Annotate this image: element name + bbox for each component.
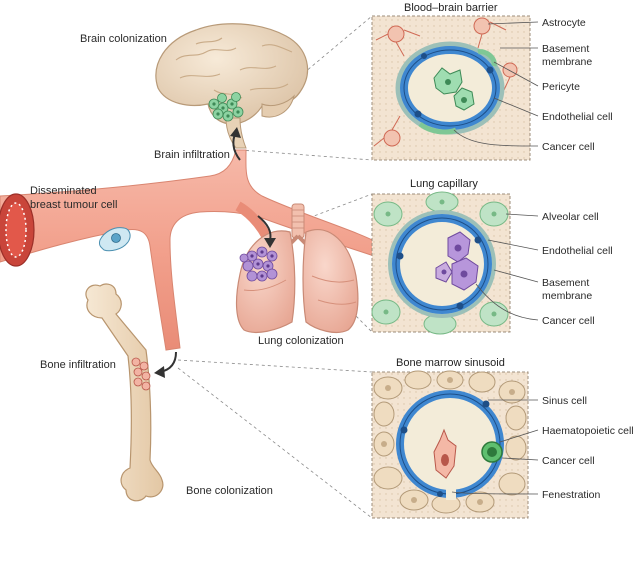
lung-label-cancer: Cancer cell [542,315,595,327]
label-lung-colonization: Lung colonization [258,335,344,347]
bbb-label-cancer: Cancer cell [542,141,595,153]
label-leader-lines [451,21,539,495]
label-bone-colonization: Bone colonization [186,485,273,497]
panel-bone-marrow-sinusoid [371,370,529,519]
panel-blood-brain-barrier [371,15,531,161]
lung-infiltration-arrow [257,215,272,241]
lung-label-alveolar: Alveolar cell [542,211,599,223]
lung-cancer-cells [435,231,479,291]
bbb-label-endothelial: Endothelial cell [542,111,613,123]
bone-label-sinus: Sinus cell [542,395,587,407]
bbb-label-basement: Basement [542,43,589,55]
panel-title-bone: Bone marrow sinusoid [396,357,505,369]
label-bone-infiltration: Bone infiltration [40,359,116,371]
brain-illustration [155,23,309,161]
label-disseminated-2: breast tumour cell [30,199,117,211]
panel-title-bbb: Blood–brain barrier [404,2,498,14]
text-labels: Brain colonization Brain infiltration Di… [30,2,634,501]
label-disseminated-1: Disseminated [30,185,97,197]
bone-cancer-cell [433,428,457,479]
lung-label-basement: Basement [542,277,589,289]
panel-lung-capillary [371,191,511,335]
lung-illustration [235,203,359,334]
bbb-label-pericyte: Pericyte [542,81,580,93]
tumour-cell [99,227,131,252]
lung-metastasis-cluster [239,246,278,282]
lung-label-endothelial: Endothelial cell [542,245,613,257]
bbb-cancer-cells [433,67,475,111]
bone-label-haematopoietic: Haematopoietic cell [542,425,634,437]
label-brain-infiltration: Brain infiltration [154,149,230,161]
lung-label-membrane: membrane [542,290,592,302]
bone-label-cancer: Cancer cell [542,455,595,467]
bone-label-fenestration: Fenestration [542,489,601,501]
bbb-label-astrocyte: Astrocyte [542,17,586,29]
bbb-label-membrane: membrane [542,56,592,68]
bone-illustration [85,283,177,502]
panel-title-lung: Lung capillary [410,178,478,190]
label-brain-colonization: Brain colonization [80,33,167,45]
bone-metastasis-cluster [131,357,151,391]
